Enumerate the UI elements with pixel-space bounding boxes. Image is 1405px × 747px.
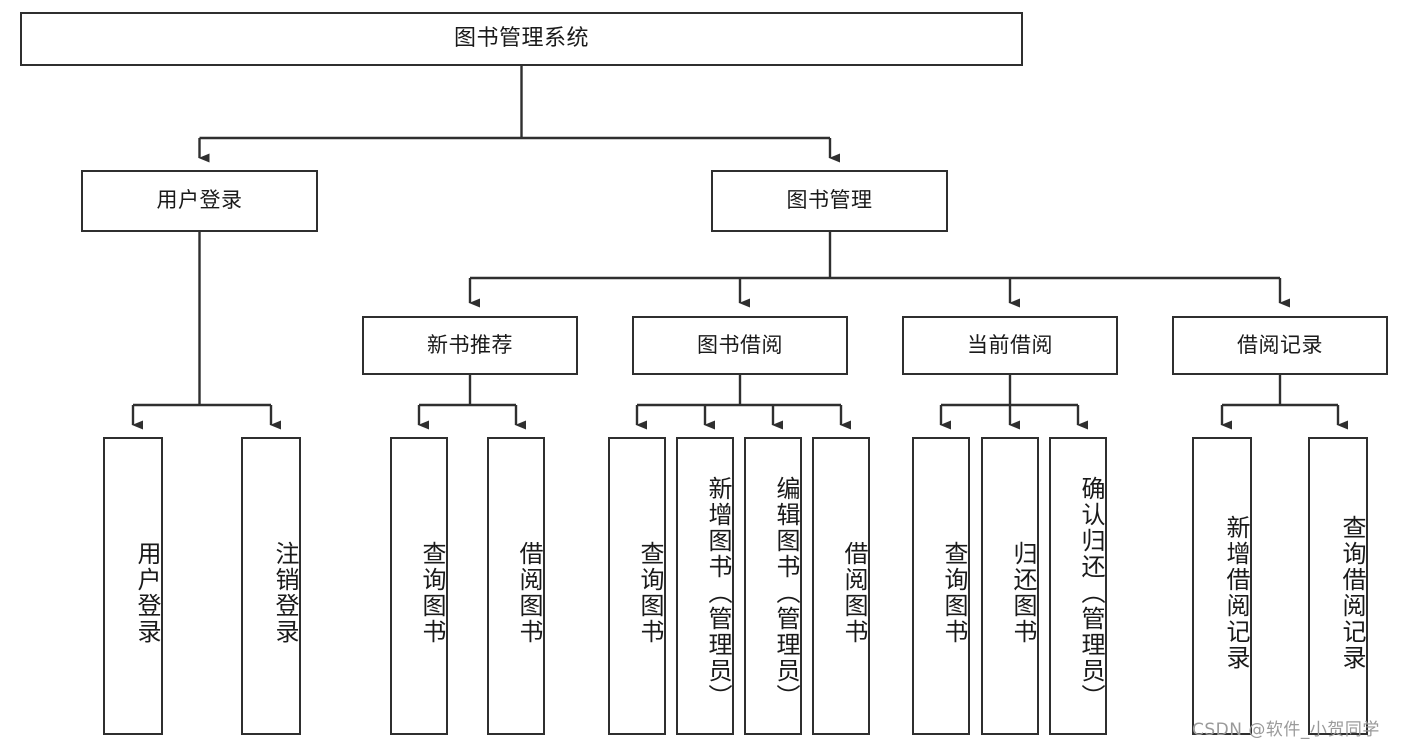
node-new-book-recommend[interactable]: 新书推荐 <box>362 316 578 375</box>
leaf-label: 确认归还（管理员） <box>1077 476 1105 710</box>
leaf-return-book[interactable]: 归还图书 <box>981 437 1039 735</box>
leaf-label: 查询借阅记录 <box>1338 515 1366 671</box>
leaf-add-book-admin[interactable]: 新增图书（管理员） <box>676 437 734 735</box>
leaf-label: 查询图书 <box>636 541 664 645</box>
leaf-query-borrow-record[interactable]: 查询借阅记录 <box>1308 437 1368 735</box>
leaf-label: 借阅图书 <box>840 541 868 645</box>
node-book-management[interactable]: 图书管理 <box>711 170 948 232</box>
node-root-system[interactable]: 图书管理系统 <box>20 12 1023 66</box>
leaf-label: 用户登录 <box>133 541 161 645</box>
leaf-user-login[interactable]: 用户登录 <box>103 437 163 735</box>
leaf-query-book-borrow[interactable]: 查询图书 <box>608 437 666 735</box>
leaf-label: 借阅图书 <box>515 541 543 645</box>
leaf-query-book-newbook[interactable]: 查询图书 <box>390 437 448 735</box>
leaf-confirm-return-admin[interactable]: 确认归还（管理员） <box>1049 437 1107 735</box>
node-user-login[interactable]: 用户登录 <box>81 170 318 232</box>
leaf-borrow-book-borrow[interactable]: 借阅图书 <box>812 437 870 735</box>
node-borrow-record[interactable]: 借阅记录 <box>1172 316 1388 375</box>
node-current-borrow[interactable]: 当前借阅 <box>902 316 1118 375</box>
node-book-borrow[interactable]: 图书借阅 <box>632 316 848 375</box>
leaf-label: 查询图书 <box>940 541 968 645</box>
leaf-edit-book-admin[interactable]: 编辑图书（管理员） <box>744 437 802 735</box>
leaf-label: 新增借阅记录 <box>1222 515 1250 671</box>
leaf-query-book-current[interactable]: 查询图书 <box>912 437 970 735</box>
leaf-label: 编辑图书（管理员） <box>772 476 800 710</box>
leaf-borrow-book-newbook[interactable]: 借阅图书 <box>487 437 545 735</box>
leaf-add-borrow-record[interactable]: 新增借阅记录 <box>1192 437 1252 735</box>
leaf-logout[interactable]: 注销登录 <box>241 437 301 735</box>
leaf-label: 归还图书 <box>1009 541 1037 645</box>
leaf-label: 查询图书 <box>418 541 446 645</box>
leaf-label: 新增图书（管理员） <box>704 476 732 710</box>
watermark-credit: CSDN @软件_小贺同学 <box>1192 720 1380 740</box>
leaf-label: 注销登录 <box>271 541 299 645</box>
